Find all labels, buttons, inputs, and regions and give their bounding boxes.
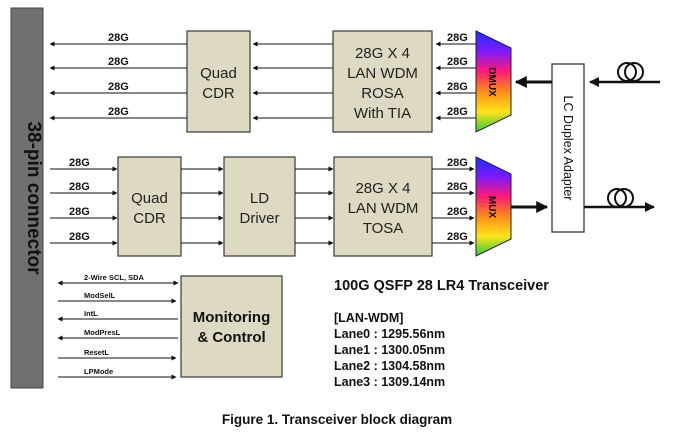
ld-driver-line2: Driver (240, 210, 280, 227)
rx-optical-lane-label: 28G (447, 81, 468, 93)
ld-driver-line1: LD (250, 190, 269, 207)
tosa-block: 28G X 4 LAN WDM TOSA (333, 156, 433, 257)
lane-wavelength: Lane2 : 1304.58nm (334, 359, 445, 373)
signal-label: IntL (84, 309, 98, 318)
tx-cdr-line2: CDR (133, 210, 166, 227)
lane-wavelength: Lane1 : 1300.05nm (334, 343, 445, 357)
rx-optical-lane-label: 28G (447, 106, 468, 118)
rosa-line2: LAN WDM (347, 65, 418, 82)
tosa-line1: 28G X 4 (355, 180, 410, 197)
signal-label: 2-Wire SCL, SDA (84, 273, 145, 282)
dmux-block: DMUX (475, 30, 512, 133)
rx-lane-label: 28G (108, 81, 129, 93)
rosa-line1: 28G X 4 (355, 45, 410, 62)
rosa-block: 28G X 4 LAN WDM ROSA With TIA (332, 30, 433, 133)
monitoring-line1: Monitoring (193, 309, 270, 326)
rx-cdr-line2: CDR (202, 85, 235, 102)
tx-driver-to-tosa-links (295, 166, 334, 246)
tx-mux-lanes: 28G 28G 28G 28G (432, 157, 475, 246)
tx-optical-lane-label: 28G (447, 206, 468, 218)
tx-optical-lane-label: 28G (447, 231, 468, 243)
rx-cdr-to-rosa-links (252, 41, 333, 121)
control-signals: 2-Wire SCL, SDA ModSelL IntL ModPresL Re… (57, 273, 179, 380)
rx-lanes-host: 28G 28G 28G 28G (49, 32, 187, 121)
wdm-grid-label: [LAN-WDM] (334, 311, 403, 325)
transceiver-title: 100G QSFP 28 LR4 Transceiver (334, 278, 549, 294)
tx-optical-lane-label: 28G (447, 181, 468, 193)
signal-label: ResetL (84, 348, 109, 357)
signal-label: ModPresL (84, 328, 121, 337)
monitoring-control-block: Monitoring & Control (180, 275, 283, 378)
connector-label: 38-pin connector (23, 121, 44, 275)
ld-driver-block: LD Driver (223, 156, 296, 257)
tx-lanes-host: 28G 28G 28G 28G (50, 157, 118, 246)
signal-label: LPMode (84, 367, 113, 376)
tx-lane-label: 28G (69, 231, 90, 243)
tx-quad-cdr-block: Quad CDR (117, 156, 182, 257)
rosa-line3: ROSA (361, 85, 404, 102)
rx-cdr-line1: Quad (200, 65, 237, 82)
tosa-line3: TOSA (363, 220, 404, 237)
tx-lane-label: 28G (69, 181, 90, 193)
optical-paths (511, 76, 660, 213)
tx-cdr-line1: Quad (131, 190, 168, 207)
tx-lane-label: 28G (69, 206, 90, 218)
mux-label: MUX (486, 196, 497, 219)
rx-lane-label: 28G (108, 56, 129, 68)
rx-lane-label: 28G (108, 32, 129, 44)
rx-optical-lane-label: 28G (447, 56, 468, 68)
dmux-label: DMUX (486, 67, 497, 97)
connector: 38-pin connector (10, 7, 44, 389)
lane-wavelength: Lane3 : 1309.14nm (334, 375, 445, 389)
tx-lane-label: 28G (69, 157, 90, 169)
rx-lane-label: 28G (108, 106, 129, 118)
lane-wavelength: Lane0 : 1295.56nm (334, 327, 445, 341)
signal-label: ModSelL (84, 291, 116, 300)
adapter-label: LC Duplex Adapter (561, 96, 575, 201)
tosa-line2: LAN WDM (348, 200, 419, 217)
rx-demux-lanes: 28G 28G 28G 28G (435, 32, 476, 121)
monitoring-line2: & Control (197, 329, 265, 346)
rosa-line4: With TIA (354, 105, 411, 122)
tx-cdr-to-driver-links (181, 166, 224, 246)
rx-fiber-coil-icon (617, 62, 644, 82)
lc-duplex-adapter: LC Duplex Adapter (551, 63, 585, 233)
tx-fiber-coil-icon (607, 188, 634, 208)
rx-optical-lane-label: 28G (447, 32, 468, 44)
tx-optical-lane-label: 28G (447, 157, 468, 169)
transceiver-info: 100G QSFP 28 LR4 Transceiver [LAN-WDM] L… (334, 278, 549, 389)
rx-quad-cdr-block: Quad CDR (186, 30, 251, 133)
mux-block: MUX (475, 156, 512, 257)
figure-caption: Figure 1. Transceiver block diagram (222, 412, 452, 427)
